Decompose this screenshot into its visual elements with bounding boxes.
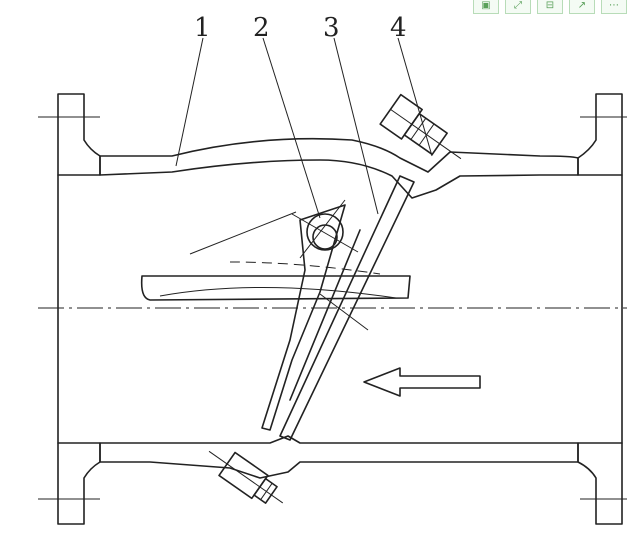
right-flange-bottom: [577, 442, 623, 525]
left-flange-bottom: [57, 442, 101, 525]
copy-icon[interactable]: ▣: [473, 0, 499, 14]
bottom-bolt: [208, 450, 284, 504]
part-label-3: 3: [323, 13, 340, 43]
part-label-1: 1: [194, 13, 211, 43]
right-flange-top: [577, 93, 623, 176]
leader-line-2: [262, 37, 321, 219]
disc-stop-bracket: [140, 261, 411, 331]
share-icon[interactable]: ↗: [569, 0, 595, 14]
valve-disc-plate: [279, 175, 415, 441]
leader-line-1: [175, 37, 204, 167]
part-label-2: 2: [253, 13, 270, 43]
image-toolbar: ▣ ⤢ ⊟ ↗ ⋯: [473, 0, 627, 14]
part-label-4: 4: [390, 13, 407, 43]
left-flange-top: [57, 93, 101, 176]
leader-line-4: [397, 37, 433, 157]
leader-line-arm: [189, 211, 297, 255]
save-icon[interactable]: ⊟: [537, 0, 563, 14]
hinge-pin: [291, 199, 359, 259]
valve-disc-arm: [261, 204, 346, 431]
leader-line-3: [333, 37, 379, 215]
body-upper-wall: [99, 137, 579, 199]
more-icon[interactable]: ⋯: [601, 0, 627, 14]
flow-direction-arrow: [363, 367, 481, 397]
body-lower-wall: [99, 435, 579, 479]
expand-icon[interactable]: ⤢: [505, 0, 531, 14]
